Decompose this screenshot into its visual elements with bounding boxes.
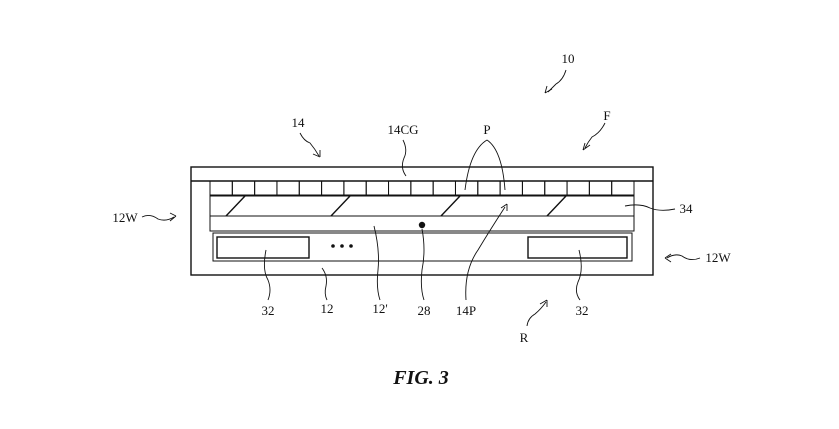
pixel-cell xyxy=(209,180,233,196)
ellipsis-dot xyxy=(340,244,344,248)
segment-divider xyxy=(440,195,461,217)
housing-outline xyxy=(190,166,654,276)
leader-P-left xyxy=(464,139,488,191)
leader-12W-left xyxy=(141,214,175,221)
label-F: F xyxy=(603,108,610,123)
label-R: R xyxy=(520,330,529,345)
leader-10 xyxy=(547,69,567,93)
leader-32-left xyxy=(263,249,271,301)
pixel-cell xyxy=(343,180,367,196)
pixel-cell xyxy=(499,180,523,196)
label-12W-right: 12W xyxy=(705,250,731,265)
component-28-dot xyxy=(418,221,426,229)
ellipsis-dot xyxy=(349,244,353,248)
pixel-cell xyxy=(611,180,635,196)
leader-12 xyxy=(321,267,328,301)
pixel-cell xyxy=(276,180,300,196)
label-12: 12 xyxy=(321,301,334,316)
label-10: 10 xyxy=(562,51,575,66)
label-14P: 14P xyxy=(456,303,476,318)
pixel-cell xyxy=(477,180,501,196)
component-32-left-box xyxy=(216,236,310,259)
label-12W-left: 12W xyxy=(112,210,138,225)
label-14CG: 14CG xyxy=(387,122,418,137)
segment-divider xyxy=(546,195,567,217)
leader-12W-right xyxy=(666,254,701,261)
pixel-cell xyxy=(432,180,456,196)
leader-F xyxy=(584,122,606,149)
arrowhead-10 xyxy=(544,85,553,94)
pixel-cell xyxy=(454,180,479,196)
component-32-right-box xyxy=(527,236,628,259)
segment-divider xyxy=(330,195,351,217)
leader-P-right xyxy=(486,139,506,191)
leader-R xyxy=(526,301,547,327)
leader-14CG xyxy=(401,139,407,177)
pixel-cell xyxy=(566,180,590,196)
segment-divider xyxy=(225,195,246,217)
pixel-cell xyxy=(410,180,434,196)
leader-12prime xyxy=(373,225,381,301)
leader-28 xyxy=(420,228,425,301)
pixel-cell xyxy=(298,180,323,196)
pixel-cell xyxy=(231,180,256,196)
display-segment-dividers xyxy=(225,195,567,217)
leader-14 xyxy=(299,132,320,157)
pixel-array xyxy=(209,180,635,196)
leader-34 xyxy=(624,204,676,211)
pixel-cell xyxy=(365,180,390,196)
pixel-cell xyxy=(544,180,568,196)
label-14: 14 xyxy=(292,115,306,130)
arrowhead-12W-left xyxy=(169,212,177,222)
arrowhead-F xyxy=(582,142,591,151)
leader-14P xyxy=(465,206,506,301)
label-32-right: 32 xyxy=(576,303,589,318)
arrowhead-12W-right xyxy=(664,253,672,263)
ellipsis-dot xyxy=(331,244,335,248)
display-layer-upper xyxy=(209,195,635,217)
arrowhead-14 xyxy=(312,150,321,158)
figure-caption: FIG. 3 xyxy=(392,367,449,389)
pixel-cell xyxy=(388,180,412,196)
pixel-cell xyxy=(521,180,546,196)
label-32-left: 32 xyxy=(262,303,275,318)
label-12prime: 12' xyxy=(372,301,387,316)
label-P: P xyxy=(483,122,490,137)
arrowhead-14P xyxy=(500,203,508,211)
pixel-cell xyxy=(321,180,345,196)
leader-32-right xyxy=(575,249,582,301)
arrowhead-R xyxy=(539,299,548,307)
label-28: 28 xyxy=(418,303,431,318)
pixel-cell xyxy=(254,180,278,196)
pixel-cell xyxy=(588,180,613,196)
label-34: 34 xyxy=(680,201,694,216)
